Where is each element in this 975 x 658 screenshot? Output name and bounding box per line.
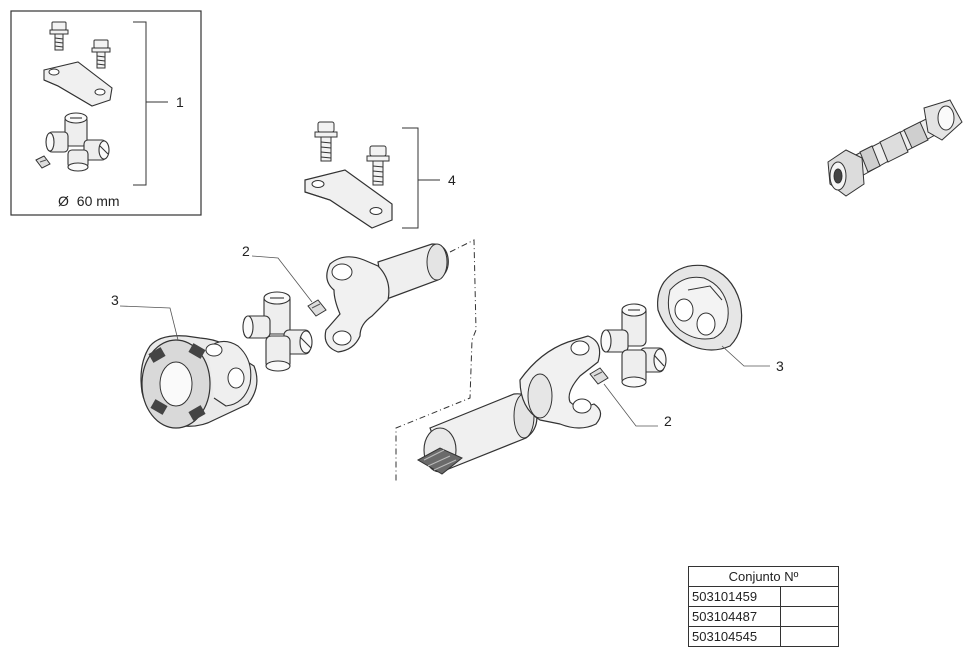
kit-number-table: Conjunto Nº 503101459 503104487 50310454… xyxy=(688,566,840,647)
callout-3-left: 3 xyxy=(111,292,119,308)
shaft-tube-icon xyxy=(416,393,538,475)
kit-mark xyxy=(779,626,840,647)
needle-cap-clip-left-icon xyxy=(307,299,327,317)
needle-cap-clip-right-icon xyxy=(589,367,609,385)
bolt-icon xyxy=(314,121,338,162)
table-row: 503104487 xyxy=(688,606,840,627)
kit-lock-plate-icon xyxy=(43,61,113,107)
kit-mark xyxy=(779,586,840,607)
kit-bolt-icon xyxy=(49,21,69,51)
diameter-value: 60 mm xyxy=(77,193,120,209)
kit-mark xyxy=(779,606,840,627)
callout-2-left: 2 xyxy=(242,243,250,259)
yoke-left-icon xyxy=(324,243,449,353)
callout-3-right: 3 xyxy=(776,358,784,374)
kit-code: 503104545 xyxy=(688,626,781,647)
kit-code: 503101459 xyxy=(688,586,781,607)
bolt-icon xyxy=(366,145,390,186)
assembled-driveshaft-icon xyxy=(827,99,963,197)
table-row: 503104545 xyxy=(688,626,840,647)
flange-right-icon xyxy=(657,264,743,351)
cross-spider-left-icon xyxy=(242,291,313,372)
kit-box: 1 xyxy=(10,10,202,216)
kit-code: 503104487 xyxy=(688,606,781,627)
kit-cross-spider-icon xyxy=(45,112,110,172)
callout-kit: 1 xyxy=(176,94,184,110)
kit-table-header-row: Conjunto Nº xyxy=(688,566,839,587)
cross-spider-right-icon xyxy=(600,303,667,388)
kit-bolt-icon xyxy=(91,39,111,69)
table-row: 503101459 xyxy=(688,586,840,607)
callout-4: 4 xyxy=(448,172,456,188)
bolt-plate-group: 4 xyxy=(304,121,456,229)
svg-text:Ø 60 mm: Ø 60 mm xyxy=(58,193,120,209)
kit-table-header: Conjunto Nº xyxy=(688,566,839,587)
flange-left-icon xyxy=(140,335,258,429)
callout-2-right: 2 xyxy=(664,413,672,429)
kit-clip-icon xyxy=(35,155,51,169)
diameter-symbol: Ø xyxy=(58,193,69,209)
lock-plate-icon xyxy=(304,169,393,229)
yoke-right-icon xyxy=(519,335,602,429)
